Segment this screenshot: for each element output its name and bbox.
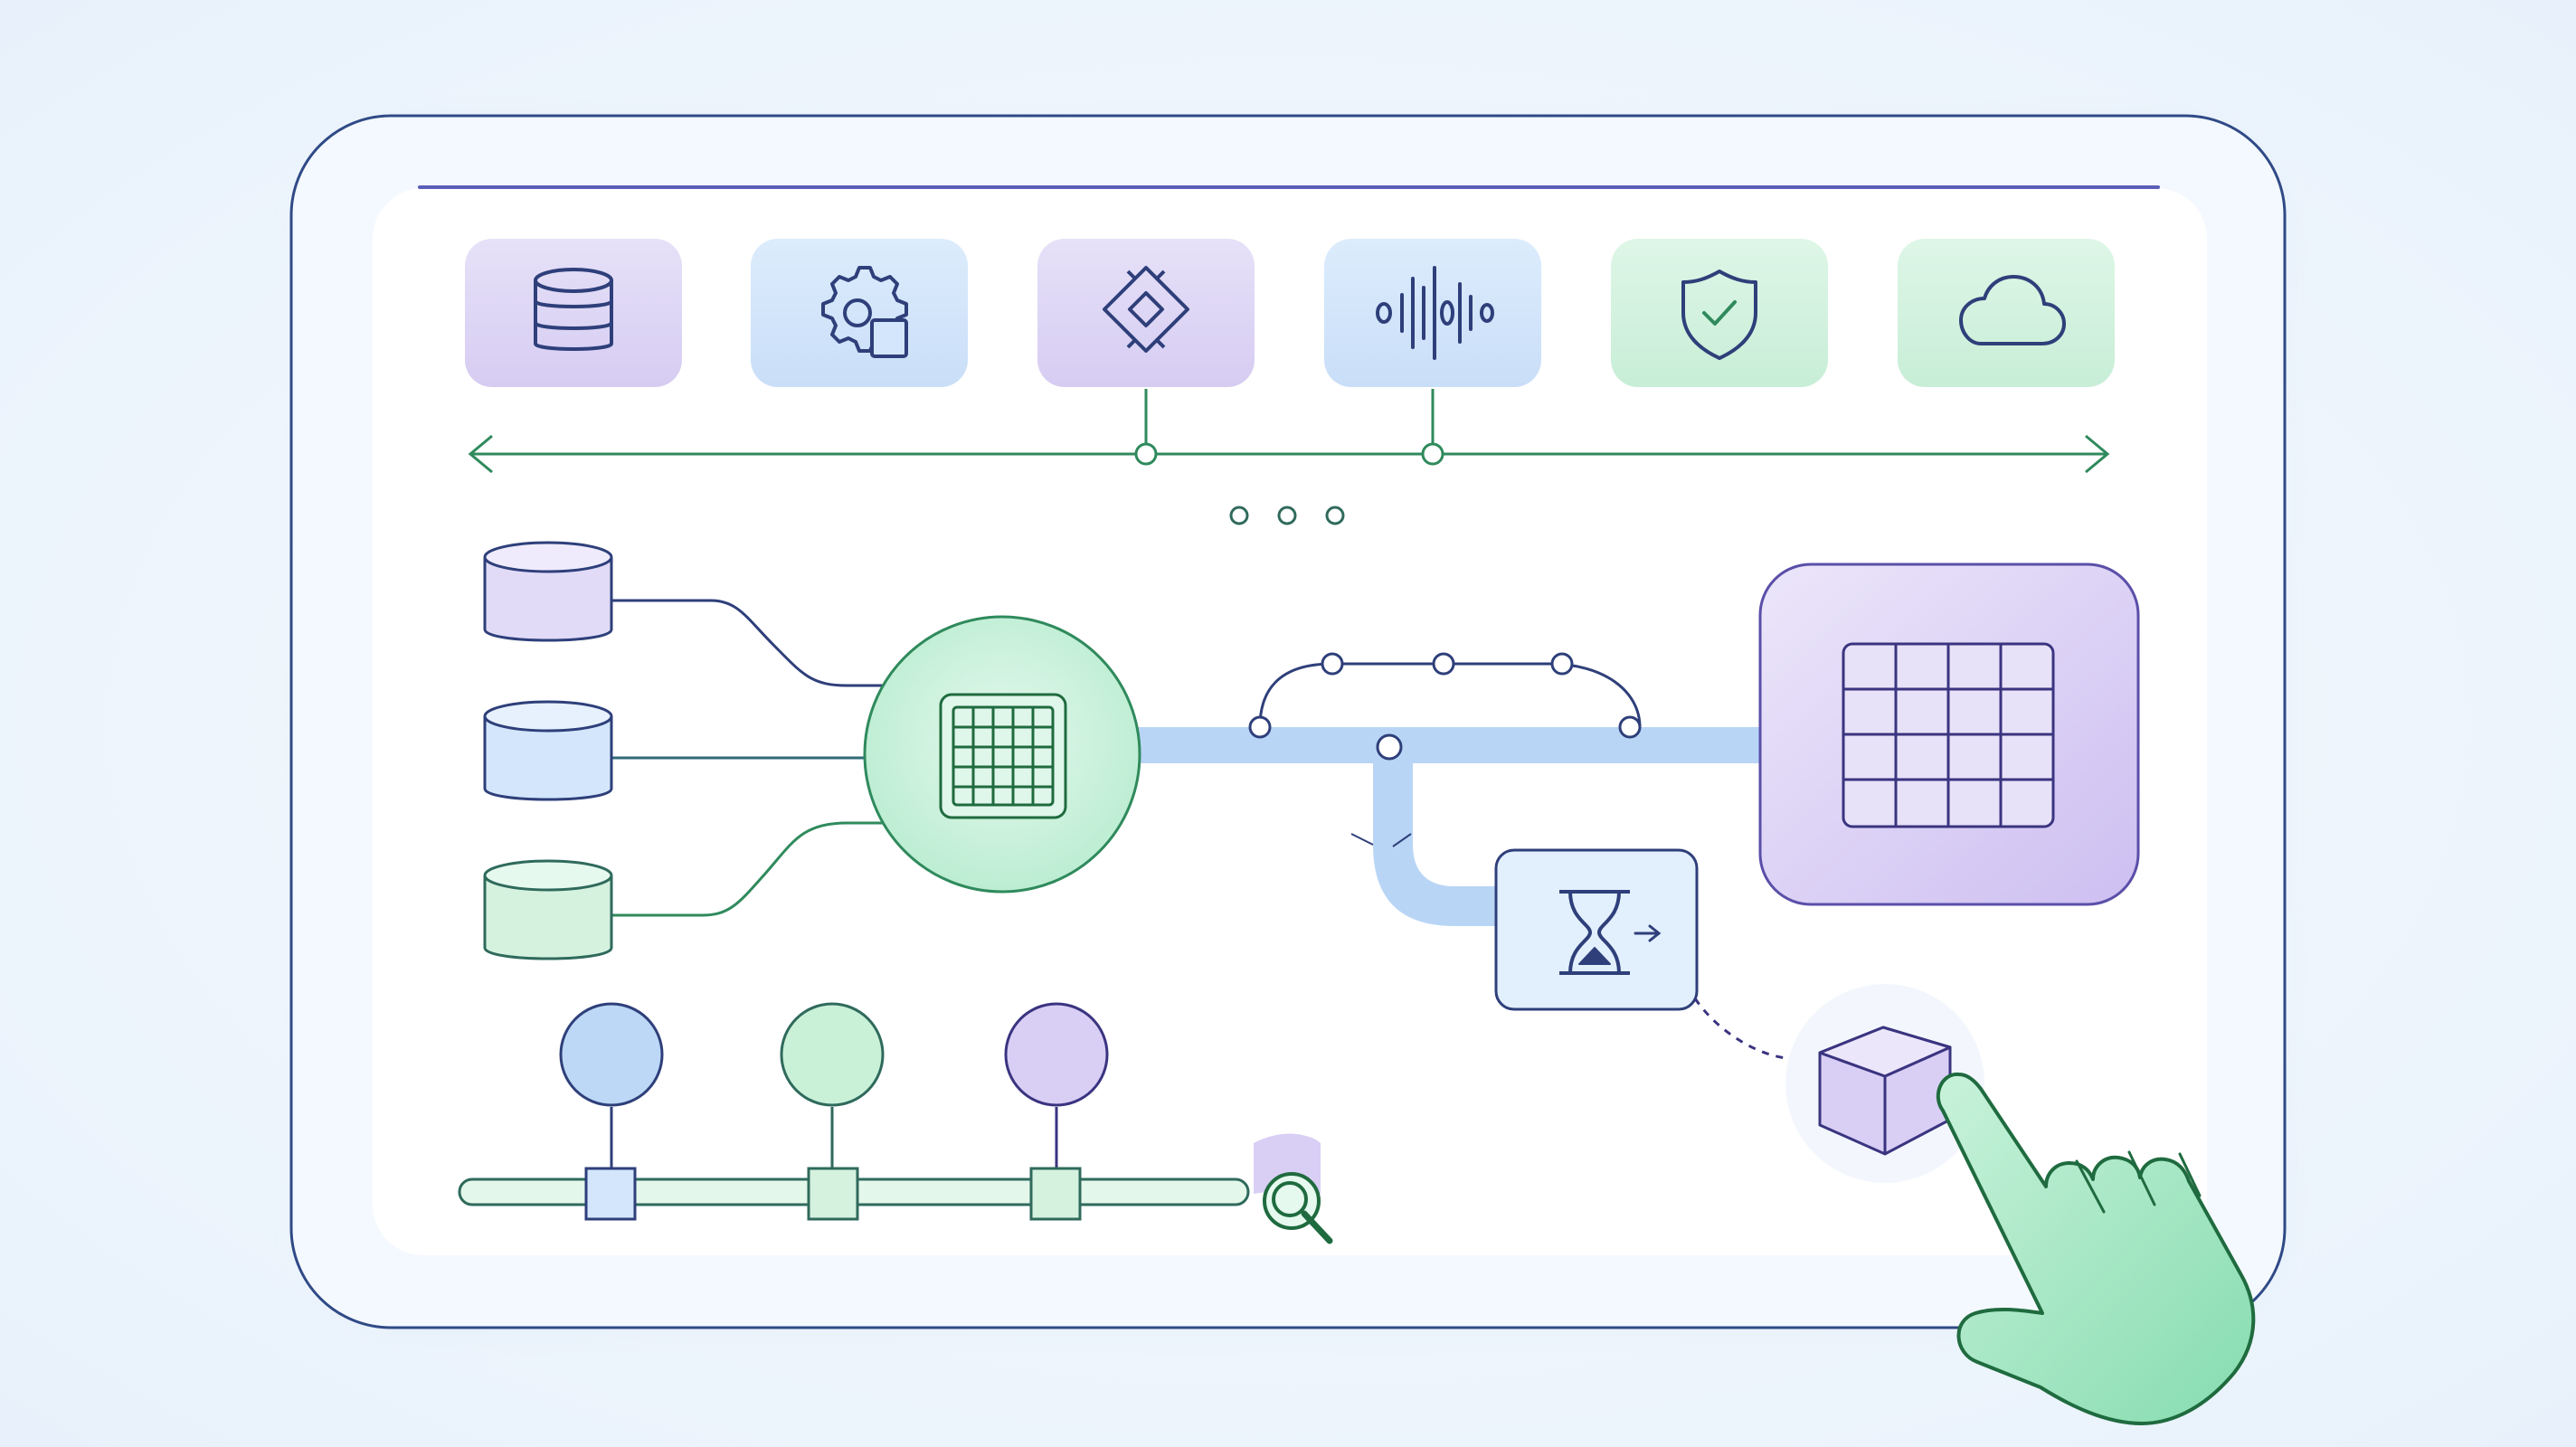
database-source-purple[interactable] — [483, 541, 613, 642]
bridge-node[interactable] — [1248, 715, 1272, 739]
pipe-bridge — [1248, 652, 1642, 847]
settings-gear-icon — [821, 266, 908, 358]
search-button[interactable] — [1254, 1133, 1333, 1244]
bottom-timeline — [458, 1002, 1333, 1244]
timeline-marker[interactable] — [1134, 442, 1158, 466]
timeline-node-green[interactable] — [780, 1002, 885, 1107]
database-source-blue[interactable] — [483, 700, 613, 801]
database-icon — [534, 268, 613, 351]
source-connectors — [611, 599, 883, 917]
page-dot[interactable] — [1229, 506, 1249, 525]
hourglass-icon — [1559, 890, 1630, 975]
timeline-step[interactable] — [1029, 1167, 1082, 1221]
branch-node[interactable] — [1376, 733, 1403, 761]
page-dot[interactable] — [1325, 506, 1345, 525]
toolbar-tile-chip[interactable] — [1037, 239, 1255, 387]
cloud-icon — [1959, 275, 2066, 345]
audio-waveform-icon — [1376, 266, 1494, 360]
output-table-panel[interactable] — [1758, 563, 2140, 906]
timeline-node-purple[interactable] — [1004, 1002, 1109, 1107]
cube-target[interactable] — [1785, 984, 1984, 1183]
arrow-right-icon — [1634, 924, 1662, 942]
shield-check-icon — [1681, 270, 1757, 360]
search-icon — [1263, 1172, 1333, 1244]
bridge-node[interactable] — [1321, 652, 1344, 676]
processing-hub[interactable] — [863, 615, 1141, 894]
toolbar-tile-settings[interactable] — [751, 239, 968, 387]
toolbar-tile-database[interactable] — [465, 239, 682, 387]
bridge-node[interactable] — [1550, 652, 1574, 676]
grid-chip-icon — [939, 693, 1067, 819]
bridge-node[interactable] — [1618, 715, 1642, 739]
toolbar-timeline — [468, 389, 2110, 474]
pointing-hand-icon — [1936, 1072, 2256, 1425]
queue-box[interactable] — [1494, 848, 1699, 1011]
database-source-green[interactable] — [483, 859, 613, 960]
timeline-node-blue[interactable] — [559, 1002, 664, 1107]
main-pipe — [1136, 727, 1760, 926]
cube-icon — [1818, 1026, 1952, 1156]
chip-diamond-icon — [1103, 266, 1189, 353]
timeline-step[interactable] — [807, 1167, 859, 1221]
toolbar-tile-security[interactable] — [1611, 239, 1828, 387]
pagination-dots — [1229, 506, 1345, 525]
timeline-step[interactable] — [584, 1167, 637, 1221]
toolbar-tile-cloud[interactable] — [1898, 239, 2115, 387]
bridge-node[interactable] — [1432, 652, 1455, 676]
toolbar — [465, 239, 2115, 387]
page-dot[interactable] — [1277, 506, 1297, 525]
timeline-marker[interactable] — [1421, 442, 1444, 466]
table-grid-icon — [1842, 642, 2055, 828]
dashed-connector — [1693, 998, 1853, 1073]
toolbar-tile-audio[interactable] — [1324, 239, 1541, 387]
